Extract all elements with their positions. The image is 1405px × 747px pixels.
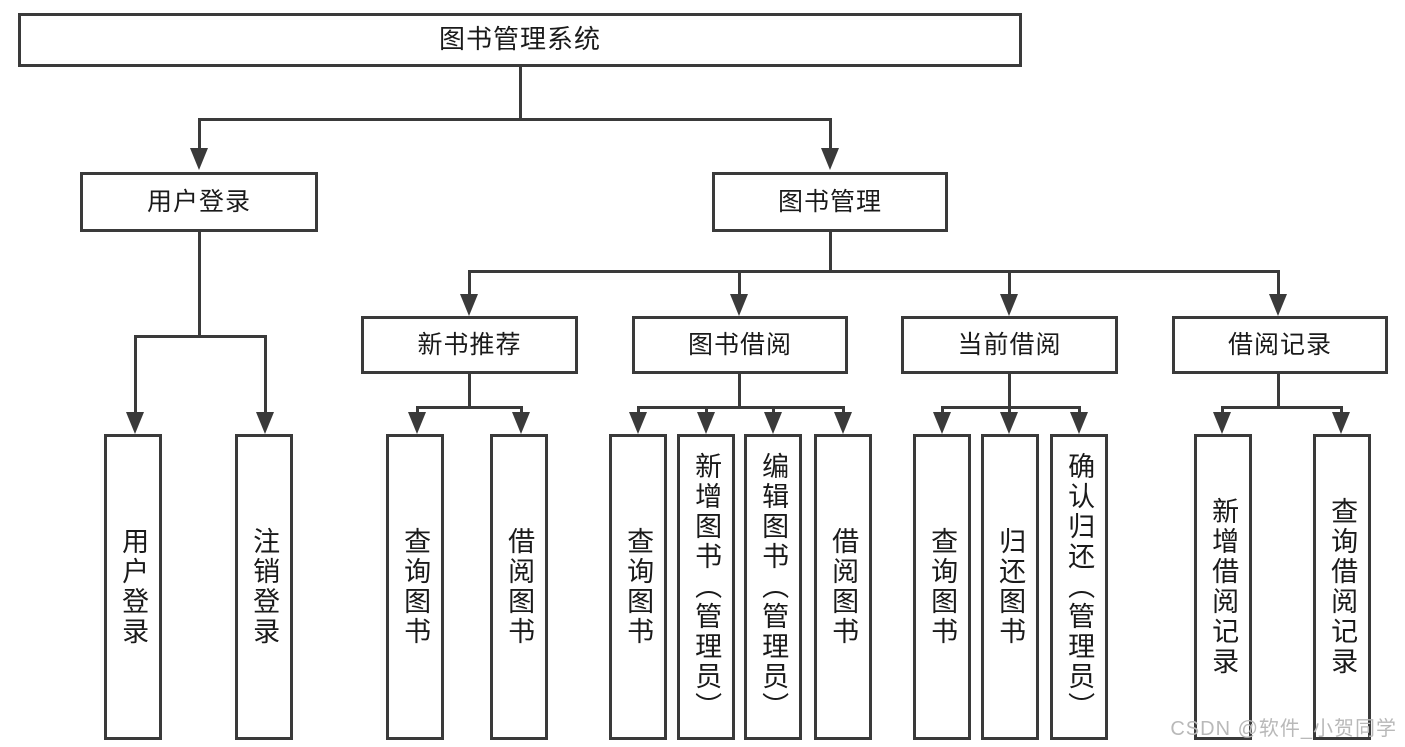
node-label: 注销登录 <box>249 527 280 647</box>
leaf-logout[interactable]: 注销登录 <box>235 434 293 740</box>
arrow-to-book-borrow <box>730 294 748 316</box>
arrow-to-borrow-record <box>1269 294 1287 316</box>
leaf-bb-add-book[interactable]: 新增图书（管理员） <box>677 434 735 740</box>
node-label: 查询图书 <box>927 527 958 647</box>
connector-borrow-record-bar <box>1221 406 1343 409</box>
connector-new-book-stem <box>468 374 471 406</box>
node-current-borrow[interactable]: 当前借阅 <box>901 316 1118 374</box>
arrow-to-bb-borrow-book <box>834 412 852 434</box>
connector-book-management-bar <box>468 270 1280 273</box>
arrow-to-br-query-record <box>1332 412 1350 434</box>
arrow-to-current-borrow <box>1000 294 1018 316</box>
connector-root-to-user-login <box>198 118 201 148</box>
watermark: CSDN @软件_小贺同学 <box>1170 718 1397 740</box>
connector-cb-1 <box>941 406 944 416</box>
connector-br-1 <box>1221 406 1224 416</box>
node-label: 查询借阅记录 <box>1327 497 1358 677</box>
connector-bb-1 <box>637 406 640 416</box>
node-label: 确认归还（管理员） <box>1064 452 1095 722</box>
leaf-cb-query-book[interactable]: 查询图书 <box>913 434 971 740</box>
node-label: 新书推荐 <box>417 331 522 359</box>
leaf-bb-borrow-book[interactable]: 借阅图书 <box>814 434 872 740</box>
arrow-to-cb-return-book <box>1000 412 1018 434</box>
connector-bb-3 <box>772 406 775 416</box>
arrow-to-book-management <box>821 148 839 170</box>
leaf-cb-return-book[interactable]: 归还图书 <box>981 434 1039 740</box>
leaf-bb-query-book[interactable]: 查询图书 <box>609 434 667 740</box>
node-label: 新增借阅记录 <box>1208 497 1239 677</box>
node-label: 图书管理系统 <box>438 24 601 55</box>
connector-bb-4 <box>842 406 845 416</box>
connector-borrow-record-stem <box>1277 374 1280 406</box>
connector-cb-2 <box>1008 406 1011 416</box>
arrow-to-cb-query-book <box>933 412 951 434</box>
connector-current-borrow-bar <box>941 406 1081 409</box>
connector-user-login-bar <box>134 335 267 338</box>
arrow-to-bb-edit-book <box>764 412 782 434</box>
leaf-bb-edit-book[interactable]: 编辑图书（管理员） <box>744 434 802 740</box>
leaf-nb-borrow-book[interactable]: 借阅图书 <box>490 434 548 740</box>
connector-bm-to-current-borrow <box>1008 270 1011 296</box>
node-label: 查询图书 <box>400 527 431 647</box>
node-book-management-system[interactable]: 图书管理系统 <box>18 13 1022 67</box>
node-borrow-record[interactable]: 借阅记录 <box>1172 316 1388 374</box>
node-label: 新增图书（管理员） <box>691 452 722 722</box>
connector-bm-to-borrow-record <box>1277 270 1280 296</box>
node-label: 归还图书 <box>995 527 1026 647</box>
node-label: 图书借阅 <box>687 331 792 359</box>
node-book-management[interactable]: 图书管理 <box>712 172 948 232</box>
node-label: 借阅记录 <box>1227 331 1332 359</box>
arrow-to-logout-leaf <box>256 412 274 434</box>
connector-book-borrow-stem <box>738 374 741 406</box>
node-label: 图书管理 <box>777 188 882 216</box>
node-label: 编辑图书（管理员） <box>758 452 789 722</box>
connector-cb-3 <box>1078 406 1081 416</box>
connector-bm-to-book-borrow <box>738 270 741 296</box>
node-book-borrow[interactable]: 图书借阅 <box>632 316 848 374</box>
leaf-nb-query-book[interactable]: 查询图书 <box>386 434 444 740</box>
connector-nb-right <box>520 406 523 416</box>
node-label: 借阅图书 <box>504 527 535 647</box>
node-label: 借阅图书 <box>828 527 859 647</box>
arrow-to-bb-add-book <box>697 412 715 434</box>
connector-root-stem <box>519 67 522 118</box>
leaf-cb-confirm-return[interactable]: 确认归还（管理员） <box>1050 434 1108 740</box>
node-label: 当前借阅 <box>957 331 1062 359</box>
connector-current-borrow-stem <box>1008 374 1011 406</box>
connector-user-login-right <box>264 335 267 415</box>
connector-root-to-book-management <box>829 118 832 148</box>
connector-user-login-stem <box>198 232 201 335</box>
connector-br-2 <box>1340 406 1343 416</box>
leaf-user-login[interactable]: 用户登录 <box>104 434 162 740</box>
connector-root-bar <box>198 118 832 121</box>
arrow-to-nb-query-book <box>408 412 426 434</box>
arrow-to-user-login <box>190 148 208 170</box>
leaf-br-query-record[interactable]: 查询借阅记录 <box>1313 434 1371 740</box>
arrow-to-user-login-leaf <box>126 412 144 434</box>
node-label: 查询图书 <box>623 527 654 647</box>
arrow-to-nb-borrow-book <box>512 412 530 434</box>
node-user-login[interactable]: 用户登录 <box>80 172 318 232</box>
connector-new-book-bar <box>416 406 523 409</box>
arrow-to-cb-confirm-return <box>1070 412 1088 434</box>
node-new-book-recommend[interactable]: 新书推荐 <box>361 316 578 374</box>
arrow-to-bb-query-book <box>629 412 647 434</box>
connector-user-login-left <box>134 335 137 415</box>
connector-bm-to-new-book <box>468 270 471 296</box>
connector-book-management-stem <box>829 232 832 270</box>
leaf-br-add-record[interactable]: 新增借阅记录 <box>1194 434 1252 740</box>
connector-nb-left <box>416 406 419 416</box>
node-label: 用户登录 <box>118 527 149 647</box>
arrow-to-br-add-record <box>1213 412 1231 434</box>
connector-bb-2 <box>705 406 708 416</box>
node-label: 用户登录 <box>146 188 251 216</box>
arrow-to-new-book <box>460 294 478 316</box>
connector-book-borrow-bar <box>637 406 845 409</box>
